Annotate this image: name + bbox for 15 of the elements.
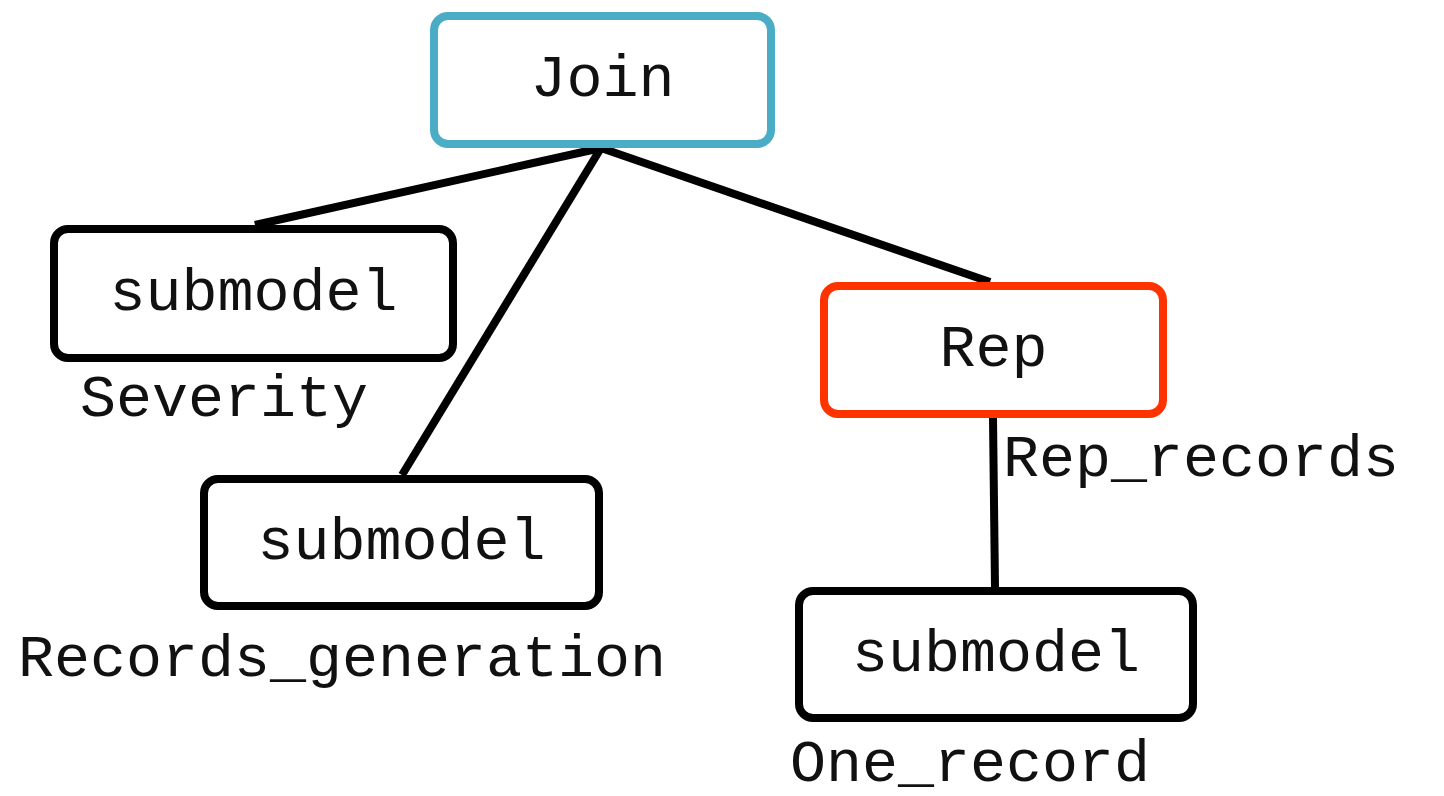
process-box [430, 12, 775, 148]
connector-line [989, 417, 999, 588]
node-label: submodel [851, 620, 1140, 689]
node-label: submodel [257, 508, 546, 577]
node-caption: One_record [790, 735, 1151, 795]
node-label: Rep [939, 316, 1048, 384]
process-box [200, 475, 603, 610]
node-caption: Records_generation [18, 630, 667, 690]
process-box [795, 587, 1197, 722]
node-label: submodel [109, 259, 398, 328]
process-box [50, 225, 457, 362]
node-label: Join [530, 46, 675, 114]
node-caption: Severity [80, 370, 369, 430]
node-caption: Rep_records [1003, 430, 1400, 490]
process-box [820, 282, 1167, 418]
